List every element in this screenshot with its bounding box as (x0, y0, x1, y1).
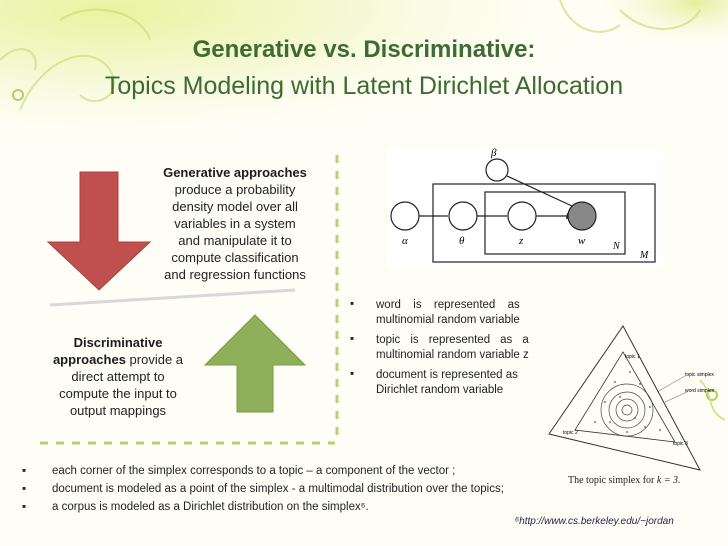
square-bullet-icon: ▪ (22, 465, 52, 477)
red-down-arrow-icon (48, 172, 150, 290)
w-label: w (578, 235, 586, 247)
generative-description: Generative approaches produce a probabil… (150, 164, 320, 283)
green-up-arrow-icon (205, 315, 305, 412)
topic-simplex-figure: topic 1 topic 2 topic 3 topic simplex wo… (545, 322, 725, 477)
discriminative-line: output mappings (70, 403, 166, 418)
square-bullet-icon: ▪ (350, 333, 376, 363)
generative-line: and manipulate it to (178, 233, 291, 248)
topic-label: topic 1 (625, 354, 640, 360)
slide-title: Generative vs. Discriminative: (0, 36, 728, 64)
discriminative-heading: approaches (53, 352, 126, 367)
bullet-text: a corpus is modeled as a Dirichlet distr… (52, 501, 369, 513)
list-item: ▪document is modeled as a point of the s… (22, 483, 722, 495)
bullet-text: document is modeled as a point of the si… (52, 483, 504, 495)
simplex-bullets: ▪each corner of the simplex corresponds … (22, 465, 722, 519)
generative-line: and regression functions (164, 267, 306, 282)
lda-plate-diagram: α θ z w β N M (385, 148, 665, 268)
square-bullet-icon: ▪ (350, 298, 376, 328)
discriminative-line: direct attempt to (71, 369, 164, 384)
alpha-label: α (402, 235, 408, 247)
bullet-text: multinomial random variable z (376, 349, 529, 361)
beta-node (486, 159, 508, 181)
square-bullet-icon: ▪ (22, 501, 52, 513)
generative-heading: Generative approaches (163, 165, 307, 180)
discriminative-description: Discriminative approaches provide a dire… (38, 334, 198, 419)
discriminative-heading: Discriminative (74, 335, 163, 350)
discriminative-line: compute the input to (59, 386, 177, 401)
list-item: ▪a corpus is modeled as a Dirichlet dist… (22, 501, 722, 513)
generative-line: produce a probability (175, 182, 296, 197)
topic-simplex-label: topic simplex (685, 372, 714, 378)
topic-simplex-triangle (575, 352, 675, 442)
z-label: z (518, 235, 524, 247)
theta-label: θ (459, 235, 465, 247)
beta-label: β (490, 148, 497, 159)
alpha-node (391, 202, 419, 230)
topic-label: topic 2 (563, 430, 578, 436)
plate-m-label: M (639, 250, 649, 261)
bullet-text: word is represented as (376, 298, 520, 313)
bullet-text: Dirichlet random variable (376, 384, 503, 396)
theta-node (449, 202, 477, 230)
discriminative-line: provide a (126, 352, 183, 367)
plate-n-label: N (612, 241, 621, 252)
slide-subtitle: Topics Modeling with Latent Dirichlet Al… (0, 72, 728, 101)
z-node (508, 202, 536, 230)
generative-line: density model over all (172, 199, 298, 214)
bullet-text: multinomial random variable (376, 314, 520, 326)
generative-line: compute classification (171, 250, 298, 265)
footnote-url: ⁶http://www.cs.berkeley.edu/~jordan (515, 516, 674, 527)
generative-line: variables in a system (174, 216, 295, 231)
bullet-text: document is represented as (376, 368, 518, 383)
square-bullet-icon: ▪ (350, 368, 376, 398)
square-bullet-icon: ▪ (22, 483, 52, 495)
w-node (568, 202, 596, 230)
topic-label: topic 3 (673, 441, 688, 447)
word-simplex-outline (549, 326, 700, 470)
word-simplex-label: word simplex (685, 388, 715, 394)
bullet-text: topic is represented as a (376, 333, 529, 348)
bullet-text: each corner of the simplex corresponds t… (52, 465, 455, 477)
list-item: ▪each corner of the simplex corresponds … (22, 465, 722, 477)
